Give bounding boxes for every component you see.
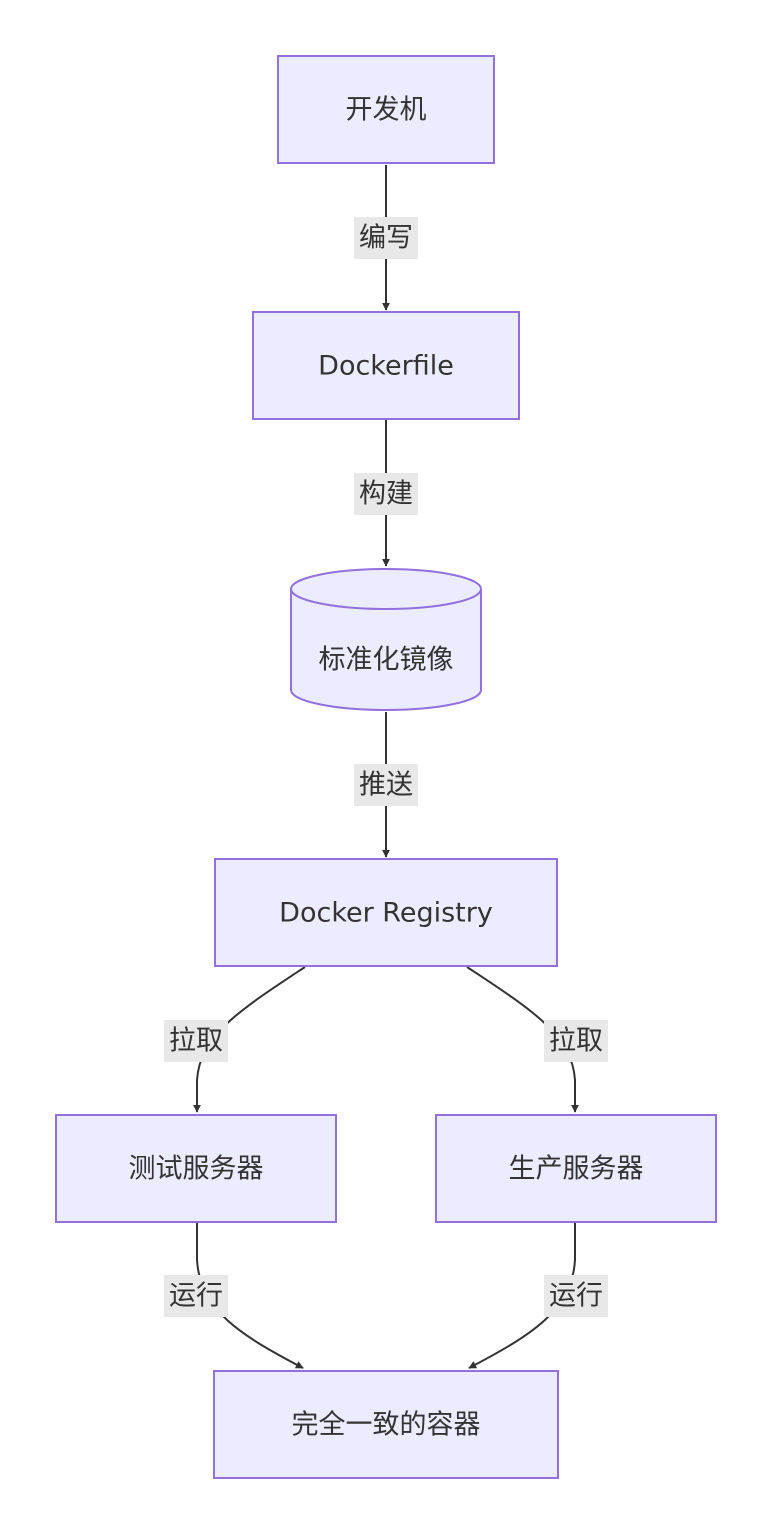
- edge-label-pull-test-text: 拉取: [169, 1026, 223, 1057]
- edge-label-run-prod: 运行: [544, 1275, 608, 1317]
- edge-label-push: 推送: [354, 764, 418, 806]
- node-prod-server-label: 生产服务器: [509, 1154, 644, 1185]
- cylinder-top: [290, 588, 482, 610]
- node-consistent-container-label: 完全一致的容器: [292, 1410, 481, 1441]
- node-dockerfile-label: Dockerfile: [318, 351, 454, 382]
- edge-label-run-test: 运行: [164, 1275, 228, 1317]
- edge-label-run-prod-text: 运行: [549, 1281, 603, 1312]
- edge-label-write: 编写: [354, 217, 418, 259]
- node-docker-registry: Docker Registry: [214, 858, 558, 967]
- node-standard-image-label: 标准化镜像: [319, 645, 454, 676]
- node-dev-machine-label: 开发机: [346, 95, 427, 126]
- node-consistent-container: 完全一致的容器: [213, 1370, 559, 1479]
- node-dev-machine: 开发机: [277, 55, 495, 164]
- node-docker-registry-label: Docker Registry: [279, 898, 493, 929]
- node-test-server: 测试服务器: [55, 1114, 337, 1223]
- node-prod-server: 生产服务器: [435, 1114, 717, 1223]
- edge-labels: 编写 构建 推送 拉取 拉取 运行 运行: [164, 217, 608, 1317]
- edge-label-pull-test: 拉取: [164, 1020, 228, 1062]
- edge-label-pull-prod-text: 拉取: [549, 1026, 603, 1057]
- edge-label-run-test-text: 运行: [169, 1281, 223, 1312]
- edge-label-build: 构建: [354, 473, 418, 515]
- edge-label-pull-prod: 拉取: [544, 1020, 608, 1062]
- node-standard-image: 标准化镜像: [290, 568, 482, 711]
- node-test-server-label: 测试服务器: [129, 1154, 264, 1185]
- nodes: 开发机 Dockerfile 标准化镜像 Docker Registry 测试服…: [55, 55, 717, 1479]
- edge-label-push-text: 推送: [359, 770, 413, 801]
- edge-label-write-text: 编写: [359, 223, 413, 254]
- cylinder-body: [290, 568, 482, 711]
- edge-label-build-text: 构建: [359, 479, 413, 510]
- node-dockerfile: Dockerfile: [252, 311, 520, 420]
